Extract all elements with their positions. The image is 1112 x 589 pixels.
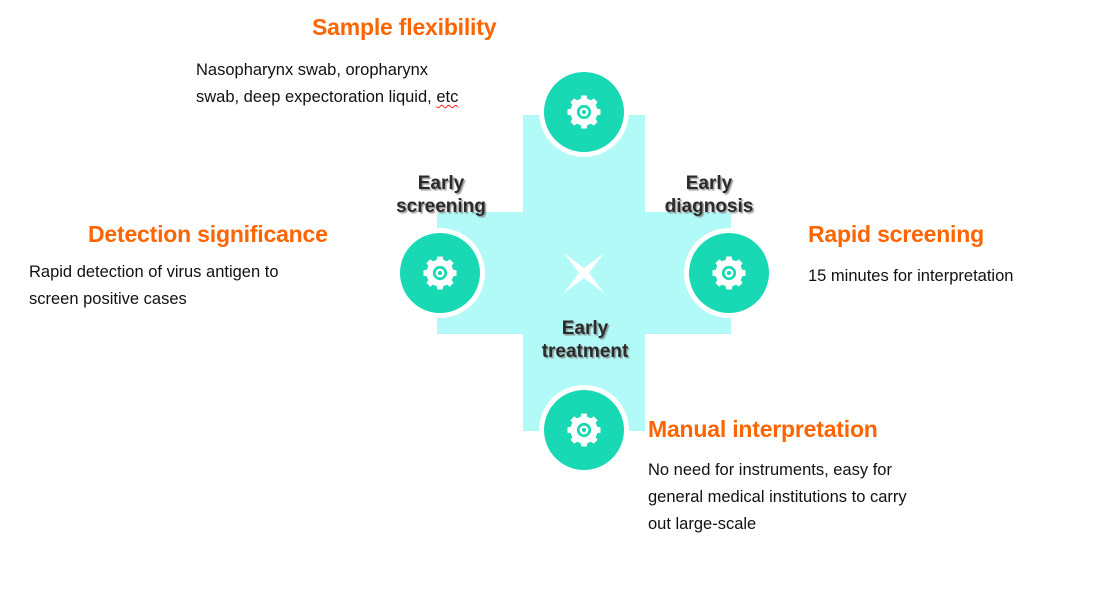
body-manual-interpretation: No need for instruments, easy for genera… <box>648 461 907 533</box>
node-label-early-screening: Early screening <box>396 173 486 217</box>
body-detection-significance: Rapid detection of virus antigen to scre… <box>29 263 279 308</box>
gear-icon <box>567 413 601 447</box>
body-rapid-screening: 15 minutes for interpretation <box>808 267 1014 285</box>
node-circle-south[interactable] <box>539 385 629 475</box>
node-label-early-treatment: Early treatment <box>541 318 629 362</box>
gear-icon <box>567 95 601 129</box>
arm-north <box>523 115 645 268</box>
heading-detection-significance: Detection significance <box>88 221 328 247</box>
node-label-early-diagnosis: Early diagnosis <box>664 173 754 217</box>
node-circle-west[interactable] <box>395 228 485 318</box>
body-text-run: Nasopharynx swab, oropharynx swab, deep … <box>196 61 432 106</box>
node-circle-north[interactable] <box>539 67 629 157</box>
heading-rapid-screening: Rapid screening <box>808 221 984 247</box>
body-sample-flexibility: Nasopharynx swab, oropharynx swab, deep … <box>196 57 526 111</box>
arm-south <box>523 278 645 431</box>
arm-east <box>589 212 731 334</box>
misspelled-word: etc <box>436 88 459 106</box>
gear-icon <box>423 256 457 290</box>
heading-sample-flexibility: Sample flexibility <box>312 14 497 40</box>
gear-icon <box>712 256 746 290</box>
node-circle-east[interactable] <box>684 228 774 318</box>
heading-manual-interpretation: Manual interpretation <box>648 416 878 442</box>
